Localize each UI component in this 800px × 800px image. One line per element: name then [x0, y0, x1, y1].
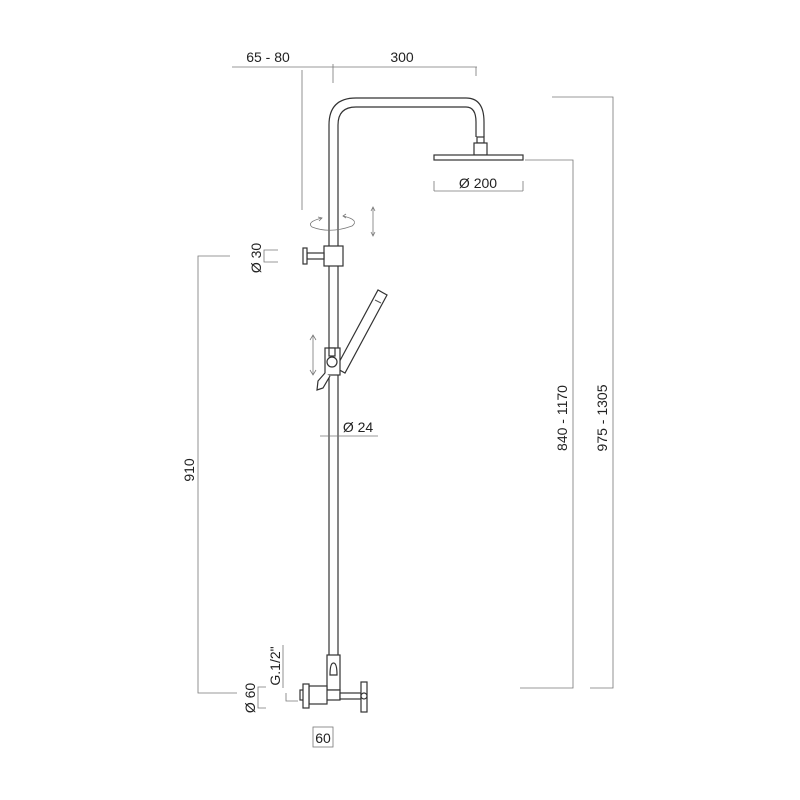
slider-diameter-dim — [263, 249, 278, 263]
head-height-dim — [520, 159, 574, 689]
riser-height-label: 910 — [181, 458, 197, 482]
hand-shower — [316, 289, 388, 391]
head-height-label: 840 - 1170 — [554, 385, 570, 451]
height-adjust-arrow-icon — [370, 206, 376, 237]
arm-length-label: 300 — [390, 49, 414, 65]
flange-diameter-dim — [257, 686, 298, 709]
shower-arm — [328, 97, 485, 655]
slide-arrow-icon — [309, 334, 317, 376]
total-height-dim — [552, 96, 614, 689]
head-diameter-dim — [433, 181, 524, 192]
valve-spacing-box — [312, 726, 334, 748]
rotation-arrow-icon — [309, 213, 355, 231]
slider-diameter-label: Ø 30 — [248, 243, 264, 274]
head-diameter-label: Ø 200 — [459, 175, 497, 191]
riser-diameter-label: Ø 24 — [343, 419, 374, 435]
riser-height-dim — [197, 255, 237, 694]
flange-diameter-label: Ø 60 — [242, 683, 258, 714]
wall-offset-label: 65 - 80 — [246, 49, 290, 65]
total-height-label: 975 - 1305 — [594, 384, 610, 451]
mixer-valve — [299, 654, 368, 713]
connection-thread-label: G.1/2" — [267, 646, 283, 685]
valve-spacing-label: 60 — [315, 730, 331, 746]
shower-head — [433, 136, 524, 161]
top-dimension-lines — [232, 64, 477, 210]
top-slider — [302, 245, 344, 267]
